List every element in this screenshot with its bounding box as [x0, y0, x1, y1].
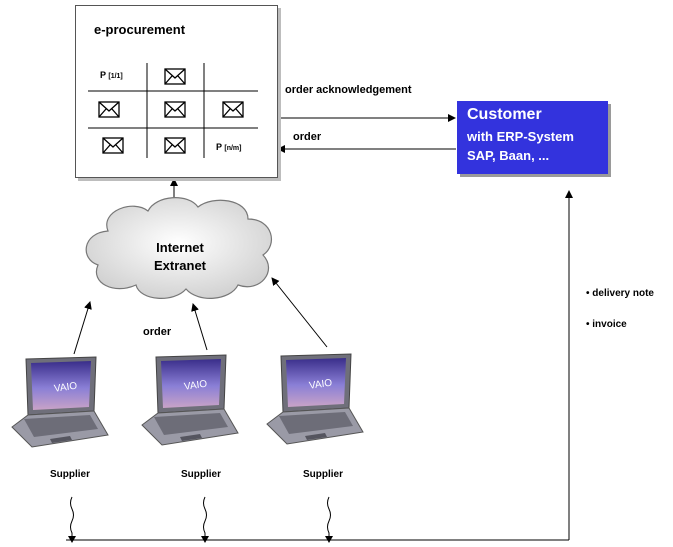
customer-systems: SAP, Baan, ...	[467, 148, 550, 163]
customer-box: Customer with ERP-System SAP, Baan, ...	[457, 101, 608, 174]
laptop-icon: VAIO	[266, 353, 364, 445]
supplier3-to-cloud-arrow	[271, 277, 328, 348]
envelope-icon	[164, 137, 186, 154]
supplier-label: Supplier	[181, 469, 222, 480]
envelope-icon	[98, 101, 120, 118]
supplier3-drop	[327, 496, 331, 538]
svg-text:VAIO: VAIO	[308, 378, 333, 392]
svg-text:VAIO: VAIO	[53, 381, 78, 395]
supplier2-to-cloud-arrow	[191, 303, 208, 351]
supplier-label: Supplier	[303, 469, 344, 480]
delivery-note-label: • delivery note	[586, 288, 654, 299]
envelope-icon	[164, 101, 186, 118]
supplier1-to-cloud-arrow	[73, 301, 92, 355]
p-first-label: P [1/1]	[100, 70, 123, 80]
envelope-icon	[222, 101, 244, 118]
p-last-label: P [n/m]	[216, 142, 242, 152]
customer-title: Customer	[467, 106, 542, 123]
svg-text:VAIO: VAIO	[183, 379, 208, 393]
order-from-suppliers-label: order	[143, 326, 172, 338]
customer-subtitle: with ERP-System	[467, 129, 574, 144]
cloud-icon	[85, 197, 272, 299]
order-to-eproc-label: order	[293, 131, 322, 143]
envelope-icon	[164, 68, 186, 85]
eprocurement-grid	[88, 63, 258, 158]
cloud-label-internet: Internet	[156, 240, 204, 255]
laptop-icon: VAIO	[11, 356, 109, 448]
laptop-icon: VAIO	[141, 354, 239, 446]
eprocurement-box: e-procurement P [1/1] P [n/m]	[75, 5, 278, 178]
eprocurement-title: e-procurement	[94, 22, 186, 37]
cloud-label-extranet: Extranet	[153, 258, 207, 273]
invoice-label: • invoice	[586, 319, 627, 330]
order-ack-label: order acknowledgement	[285, 84, 412, 96]
envelope-icon	[102, 137, 124, 154]
supplier-label: Supplier	[50, 469, 91, 480]
supplier2-drop	[203, 496, 207, 538]
supplier1-drop	[70, 496, 74, 538]
